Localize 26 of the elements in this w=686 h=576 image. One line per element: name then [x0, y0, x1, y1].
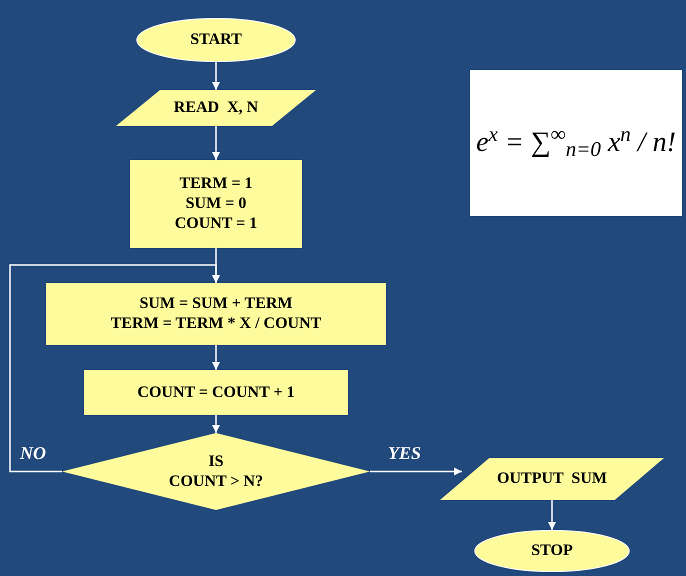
node-text: SUM = 0 [186, 194, 246, 214]
io-parallelogram [440, 458, 664, 500]
node-text: COUNT = 1 [174, 214, 258, 234]
node-text: TERM = 1 [179, 174, 253, 194]
node-text: IS [208, 452, 224, 472]
node-text: START [190, 30, 242, 50]
node-text: SUM = SUM + TERM [139, 294, 293, 314]
process-box [130, 160, 302, 248]
process-box [46, 283, 386, 345]
decision-diamond [62, 433, 370, 510]
node-text: COUNT > N? [168, 472, 264, 492]
arrow [9, 264, 220, 472]
node-text: TERM = TERM * X / COUNT [110, 314, 322, 334]
arrow [212, 415, 220, 433]
node-text: OUTPUT SUM [497, 469, 607, 489]
arrow [212, 345, 220, 370]
arrow [212, 126, 220, 160]
process-box [84, 370, 348, 415]
node-text: STOP [531, 541, 573, 561]
arrow [370, 468, 462, 476]
arrow [212, 62, 220, 90]
node-text: READ X, N [174, 98, 258, 118]
arrow [548, 500, 556, 530]
formula: e$^{x}$ = ∑$^{∞}$$_{n=0}$ x$^{n}$ / n! [476, 122, 676, 164]
io-parallelogram [116, 90, 316, 126]
node-text: COUNT = COUNT + 1 [137, 382, 295, 402]
